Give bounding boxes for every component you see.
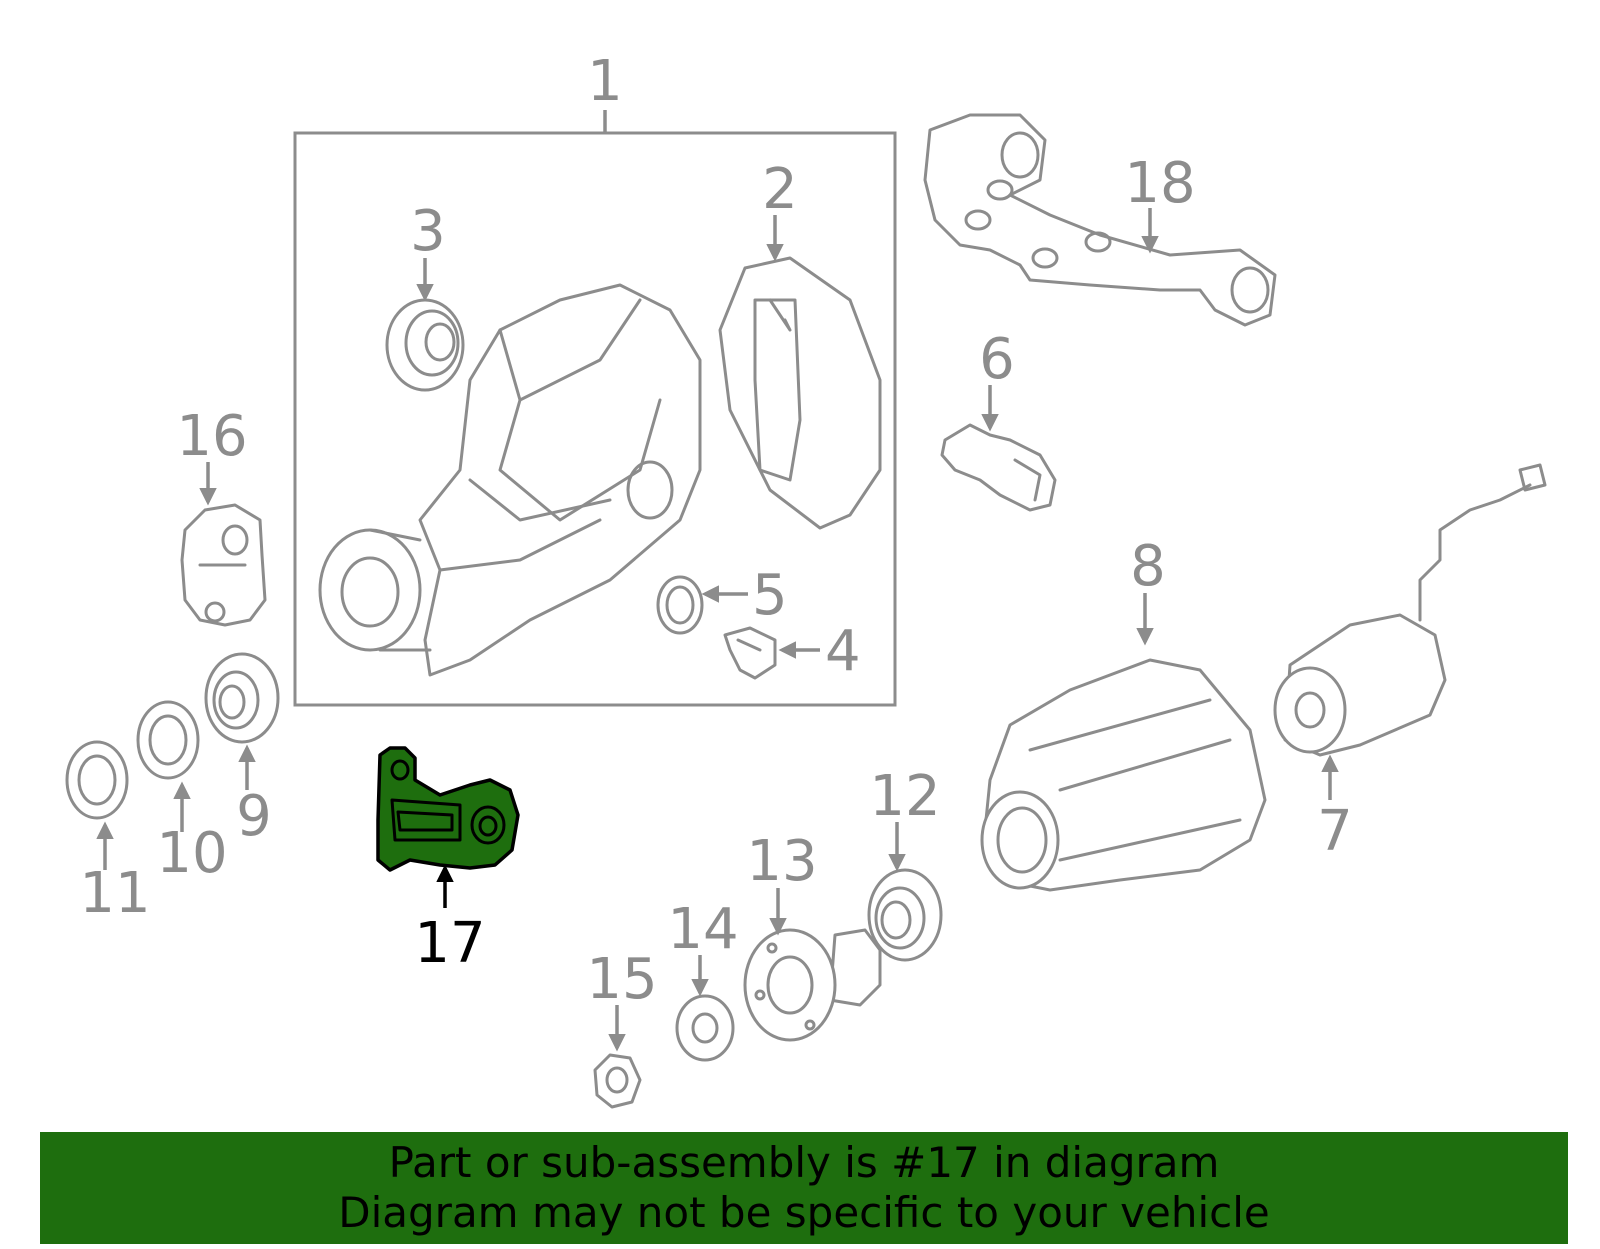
callout-label-15: 15 — [586, 947, 657, 1012]
actuator-motor-drawing — [1273, 463, 1547, 757]
callout-9[interactable]: 9 — [236, 744, 272, 849]
sensor-drawing — [940, 423, 1057, 512]
coupling-housing-drawing — [980, 658, 1267, 892]
callout-label-10: 10 — [156, 821, 227, 886]
callout-label-11: 11 — [79, 861, 150, 926]
callout-10[interactable]: 10 — [156, 781, 228, 886]
callout-label-4: 4 — [825, 619, 861, 684]
callout-2[interactable]: 2 — [762, 157, 798, 262]
callout-label-5: 5 — [752, 563, 788, 628]
callout-label-3: 3 — [410, 199, 446, 264]
callout-4[interactable]: 4 — [778, 619, 861, 684]
callout-6[interactable]: 6 — [979, 327, 1015, 432]
callout-label-2: 2 — [762, 157, 798, 222]
callout-label-9: 9 — [236, 784, 272, 849]
bearing-drawing — [204, 652, 280, 744]
washer-14-drawing — [675, 994, 735, 1062]
callout-7[interactable]: 7 — [1317, 754, 1353, 864]
callout-13[interactable]: 13 — [746, 829, 818, 936]
gasket-drawing — [656, 575, 704, 635]
callout-3[interactable]: 3 — [410, 199, 446, 302]
seal-12-drawing — [867, 868, 943, 962]
callout-label-18: 18 — [1124, 151, 1195, 216]
washer-11-drawing — [65, 740, 129, 820]
callout-label-17: 17 — [414, 911, 485, 976]
info-banner: Part or sub-assembly is #17 in diagram D… — [40, 1132, 1568, 1244]
callout-label-13: 13 — [746, 829, 817, 894]
seal-drawing — [385, 298, 465, 392]
callout-label-7: 7 — [1317, 799, 1353, 864]
callout-14[interactable]: 14 — [667, 897, 739, 997]
callout-15[interactable]: 15 — [586, 947, 658, 1052]
differential-cover-drawing — [718, 256, 882, 530]
callout-8[interactable]: 8 — [1130, 534, 1166, 646]
callout-1[interactable]: 1 — [587, 49, 623, 133]
callout-16[interactable]: 16 — [176, 404, 248, 506]
callout-label-16: 16 — [176, 404, 247, 469]
callout-5[interactable]: 5 — [701, 563, 788, 628]
callout-label-6: 6 — [979, 327, 1015, 392]
drain-plug-drawing — [723, 626, 777, 680]
callout-11[interactable]: 11 — [79, 821, 151, 926]
callout-label-14: 14 — [667, 897, 738, 962]
callout-12[interactable]: 12 — [869, 764, 941, 872]
callout-label-8: 8 — [1130, 534, 1166, 599]
banner-line-1: Part or sub-assembly is #17 in diagram — [388, 1138, 1220, 1187]
assembly-box — [293, 131, 897, 707]
callout-18[interactable]: 18 — [1124, 151, 1196, 254]
flange-drawing — [743, 928, 882, 1042]
callout-17[interactable]: 17 — [414, 864, 486, 976]
small-bracket-drawing — [180, 503, 267, 627]
highlighted-part-17[interactable] — [376, 746, 520, 872]
callout-label-1: 1 — [587, 49, 623, 114]
washer-10-drawing — [136, 700, 200, 780]
differential-housing-drawing — [318, 283, 702, 677]
banner-line-2: Diagram may not be specific to your vehi… — [338, 1188, 1270, 1237]
nut-drawing — [593, 1053, 642, 1109]
rear-mount-bracket-drawing — [923, 113, 1277, 327]
callout-label-12: 12 — [869, 764, 940, 829]
